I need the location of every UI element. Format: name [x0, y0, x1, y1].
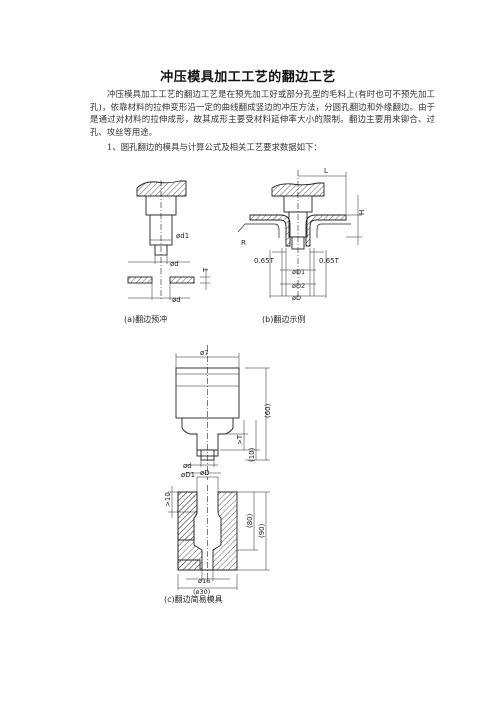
fig-b-label-left-t: 0.65T — [254, 257, 275, 265]
fig-a-caption: (a)翻边预冲 — [124, 314, 167, 324]
fig-b-label-right-t: 0.65T — [319, 257, 340, 265]
figure-b — [237, 170, 362, 300]
fig-a-label-t: T — [202, 267, 210, 273]
fig-c-label-60: (60) — [264, 403, 272, 418]
fig-b-label-L: L — [324, 167, 328, 175]
page-title: 冲压模具加工工艺的翻边工艺 — [160, 70, 336, 85]
fig-a-label-d: ød — [170, 260, 179, 268]
fig-c-label-80: (80) — [246, 513, 254, 528]
fig-c-label-D: øD — [200, 469, 210, 477]
list-item-1: 1、圆孔翻边的模具与计算公式及相关工艺要求数据如下： — [107, 142, 322, 152]
fig-b-label-R: R — [241, 239, 246, 247]
fig-c-label-d7: ø7 — [200, 349, 209, 357]
fig-a-label-d1: ød1 — [176, 232, 189, 240]
fig-c-label-gt: >T — [236, 434, 244, 445]
fig-a-label-d-bottom: ød — [172, 296, 181, 304]
fig-c-label-d: ød — [183, 462, 192, 470]
fig-c-label-16: ø16 — [198, 577, 210, 585]
fig-b-label-H: H — [358, 210, 366, 215]
fig-c-label-30: (ø30) — [193, 588, 210, 596]
intro-paragraph: 冲压模具加工工艺的翻边工艺是在预先加工好或部分孔型的毛料上(有时也可不预先加工孔… — [90, 89, 435, 137]
fig-b-label-D2: øD2 — [292, 282, 305, 290]
figure-c-punch — [175, 345, 270, 480]
figure-c-die — [168, 476, 270, 590]
fig-c-label-D1: øD1 — [181, 471, 195, 479]
fig-c-label-g10: >10 — [164, 492, 172, 507]
fig-c-label-10: (10) — [248, 447, 256, 462]
fig-b-caption: (b)翻边示例 — [262, 314, 305, 324]
fig-c-label-90: (90) — [258, 523, 266, 538]
figure-a — [127, 180, 210, 300]
fig-c-caption: (c)翻边简易模具 — [164, 594, 223, 604]
fig-b-label-D: øD — [292, 294, 301, 302]
fig-b-label-D1: øD1 — [292, 268, 305, 276]
